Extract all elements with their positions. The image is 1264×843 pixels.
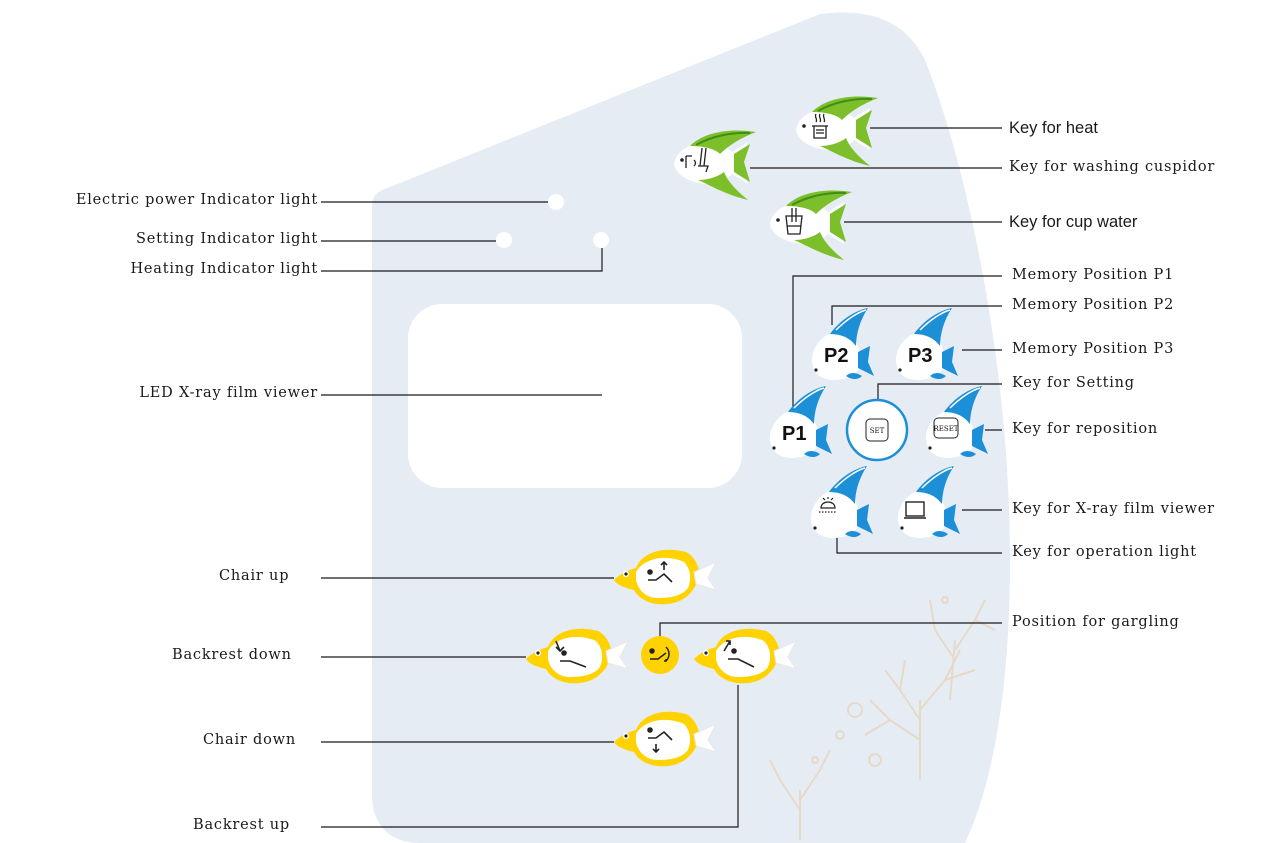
backrest-down-icon — [555, 640, 587, 668]
reset-label: RESET — [934, 425, 959, 433]
film-viewer-label: LED X-ray film viewer — [139, 385, 318, 401]
setting-key[interactable]: SET — [845, 398, 909, 462]
reposition-key[interactable]: RESET — [925, 385, 989, 459]
setting-indicator-light — [496, 232, 512, 248]
p2-label: P2 — [824, 345, 848, 367]
cup-water-key-label: Key for cup water — [1009, 213, 1138, 231]
chair-up-icon — [647, 560, 673, 583]
leader-lines — [321, 127, 1002, 828]
chair-down-icon — [647, 727, 673, 754]
memory-p3-label: Memory Position P3 — [1012, 341, 1175, 357]
heat-key[interactable] — [795, 95, 879, 167]
reposition-key-label: Key for reposition — [1012, 421, 1158, 437]
power-indicator-label: Electric power Indicator light — [75, 192, 318, 208]
backrest-up-label: Backrest up — [193, 817, 291, 833]
heating-indicator-label: Heating Indicator light — [130, 261, 318, 277]
backrest-up-icon — [723, 640, 755, 668]
memory-p2-label: Memory Position P2 — [1012, 297, 1175, 313]
operation-light-key-label: Key for operation light — [1012, 544, 1197, 560]
film-viewer-icon — [904, 501, 926, 519]
lamp-icon — [819, 497, 837, 513]
coral-decoration — [769, 596, 996, 840]
film-viewer-window — [408, 304, 742, 488]
backrest-up-key[interactable] — [693, 628, 797, 684]
p1-label: P1 — [782, 423, 806, 445]
set-label: SET — [870, 427, 885, 435]
gargling-position-key[interactable] — [641, 636, 679, 674]
operation-light-key[interactable] — [810, 465, 874, 539]
chair-down-label: Chair down — [203, 732, 297, 748]
chair-up-label: Chair up — [219, 568, 290, 584]
gargle-position-icon — [649, 646, 670, 662]
heat-key-label: Key for heat — [1009, 119, 1098, 137]
cuspidor-flush-icon — [685, 147, 709, 173]
backrest-down-label: Backrest down — [172, 647, 292, 663]
memory-p1-label: Memory Position P1 — [1012, 267, 1175, 283]
backrest-down-key[interactable] — [525, 628, 629, 684]
setting-key-label: Key for Setting — [1012, 375, 1135, 391]
gargling-position-label: Position for gargling — [1012, 614, 1180, 630]
cup-water-icon — [785, 208, 803, 235]
p3-label: P3 — [908, 345, 932, 367]
memory-p2-key[interactable]: P2 — [811, 307, 875, 381]
xray-viewer-key[interactable] — [897, 465, 961, 539]
cup-water-key[interactable] — [769, 189, 853, 261]
heat-icon — [812, 113, 828, 139]
xray-viewer-key-label: Key for X-ray film viewer — [1012, 501, 1215, 517]
heating-indicator-light — [593, 232, 609, 248]
chair-up-key[interactable] — [613, 549, 717, 605]
power-indicator-light — [548, 194, 564, 210]
setting-indicator-label: Setting Indicator light — [135, 231, 318, 247]
washing-cuspidor-key-label: Key for washing cuspidor — [1009, 159, 1216, 175]
memory-p1-key[interactable]: P1 — [769, 385, 833, 459]
washing-cuspidor-key[interactable] — [673, 129, 757, 201]
memory-p3-key[interactable]: P3 — [895, 307, 959, 381]
chair-down-key[interactable] — [613, 711, 717, 767]
